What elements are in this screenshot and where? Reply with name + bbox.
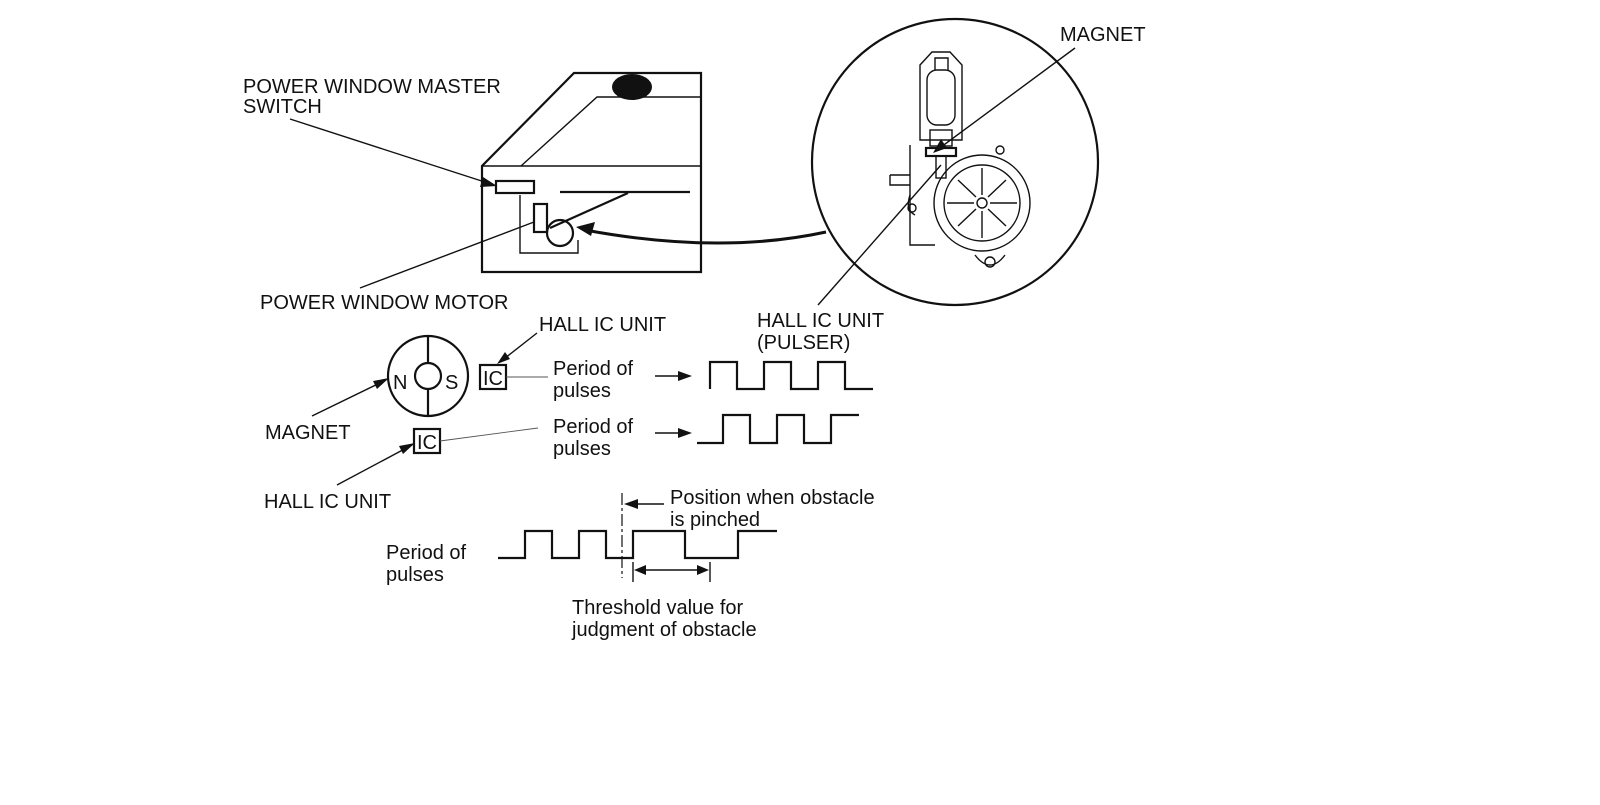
leader-hall-ic-lower	[336, 444, 413, 486]
label-master-switch-1: POWER WINDOW MASTER	[243, 76, 501, 98]
label-hall-ic-lower: HALL IC UNIT	[264, 491, 391, 513]
label-period-2b: pulses	[553, 438, 611, 460]
label-threshold-2: judgment of obstacle	[571, 619, 757, 641]
label-period-3b: pulses	[386, 564, 444, 586]
door-mirror-blob	[612, 74, 652, 100]
label-threshold-1: Threshold value for	[572, 597, 744, 619]
label-window-motor: POWER WINDOW MOTOR	[260, 292, 509, 314]
label-period-2a: Period of	[553, 416, 633, 438]
magnet-schematic: N S	[386, 334, 470, 418]
pole-n: N	[393, 372, 407, 394]
motor-shape	[545, 218, 575, 248]
label-obstacle-pos-1: Position when obstacle	[670, 487, 875, 509]
leader-magnet-left	[311, 379, 387, 417]
label-hall-ic-pulser-1: HALL IC UNIT	[757, 310, 884, 332]
leader-window-motor	[359, 221, 535, 289]
motor-detail-circle	[576, 17, 1100, 307]
leader-magnet-top	[936, 47, 1076, 151]
ic-upper-text: IC	[483, 368, 503, 390]
label-period-3a: Period of	[386, 542, 466, 564]
label-magnet-top: MAGNET	[1060, 24, 1146, 46]
label-hall-ic-upper: HALL IC UNIT	[539, 314, 666, 336]
leader-master-switch	[289, 118, 495, 186]
pole-s: S	[445, 372, 458, 394]
label-master-switch-2: SWITCH	[243, 96, 322, 118]
label-obstacle-pos-2: is pinched	[670, 509, 760, 531]
label-hall-ic-pulser-2: (PULSER)	[757, 332, 850, 354]
leader-hall-ic-pulser	[817, 164, 942, 306]
hall-ic-lower: IC	[412, 427, 442, 455]
master-switch-shape	[494, 179, 536, 195]
door-illustration	[480, 71, 703, 274]
label-period-1b: pulses	[553, 380, 611, 402]
hall-ic-upper: IC	[478, 363, 508, 391]
label-period-1a: Period of	[553, 358, 633, 380]
pulse-train-1	[708, 360, 873, 391]
label-magnet-left: MAGNET	[265, 422, 351, 444]
ic-lower-text: IC	[417, 432, 437, 454]
pulse-train-2	[697, 413, 859, 445]
pulse-train-3	[498, 529, 777, 560]
